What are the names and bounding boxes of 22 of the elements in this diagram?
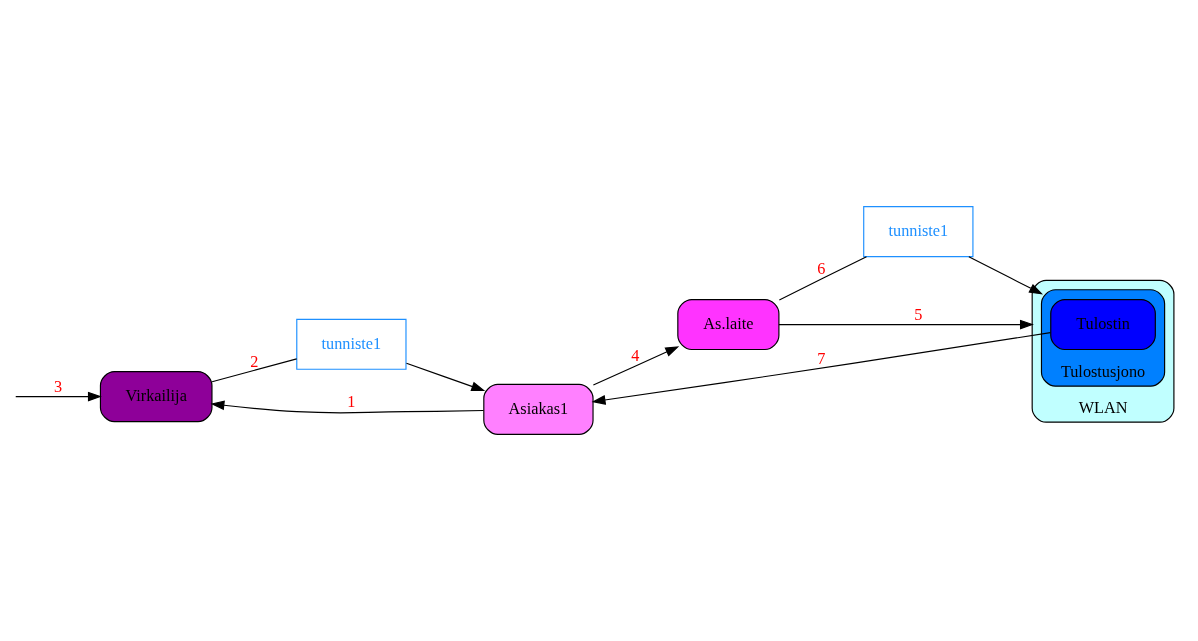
node-box: tunniste1 (296, 318, 407, 370)
edge-label: 1 (347, 393, 356, 412)
node-box: Tulostin (1050, 299, 1156, 351)
edge-label: 5 (914, 306, 923, 325)
node-box: Virkailija (99, 371, 213, 423)
connector (211, 358, 298, 383)
arrow (210, 400, 485, 414)
arrow (405, 362, 486, 392)
arrow (592, 346, 680, 386)
node-box: As.laite (677, 299, 780, 351)
arrow (591, 332, 1051, 405)
arrow (778, 319, 1034, 330)
node-box: Asiakas1 (483, 383, 594, 435)
edge-label: 4 (631, 346, 640, 365)
edge-label: 7 (817, 350, 826, 369)
edge-label: 2 (250, 352, 259, 371)
node-box: tunniste1 (863, 206, 974, 258)
edge-label: 3 (53, 378, 63, 397)
arrow (968, 256, 1044, 295)
arrow (15, 391, 102, 402)
connector (778, 256, 868, 301)
edge-label: 6 (817, 259, 826, 278)
